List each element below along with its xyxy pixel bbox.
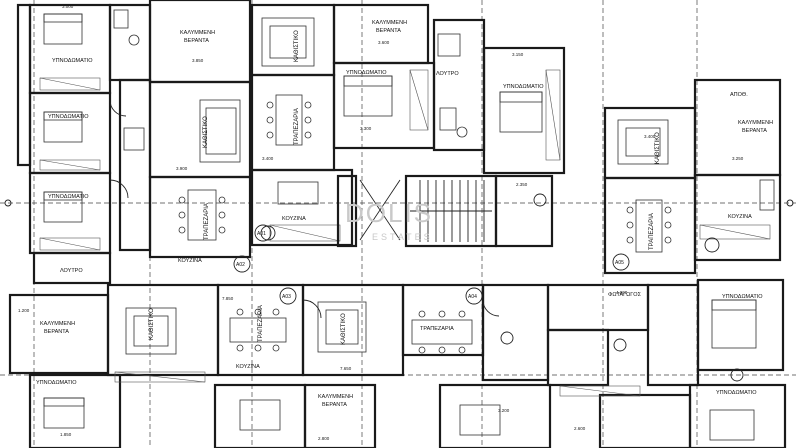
dim-3: 3.600 (378, 40, 390, 45)
label-living-5: ΚΑΘΙΣΤΙΚΟ (341, 313, 347, 345)
label-veranda-4b: ΒΕΡΑΝΤΑ (44, 329, 69, 335)
label-light-well: ΦΩΤΑΓΩΓΟΣ (608, 292, 642, 298)
label-bedroom-7: ΥΠΝΟΔΩΜΑΤΙΟ (716, 390, 757, 396)
dim-12: 7.650 (340, 366, 352, 371)
left-wing (16, 0, 252, 285)
dim-6: 3.300 (360, 126, 372, 131)
label-wc-1: ΛΟΥΤΡΟ (60, 268, 83, 274)
watermark-main: DOLIS (345, 198, 433, 228)
dim-13: 3.200 (498, 408, 510, 413)
label-bedroom-4: ΥΠΝΟΔΩΜΑΤΙΟ (346, 70, 387, 76)
label-dining-2: ΤΡΑΠΕΖΑΡΙΑ (294, 108, 300, 145)
label-living-4: ΚΑΘΙΣΤΙΚΟ (149, 308, 155, 340)
label-veranda-1b: ΒΕΡΑΝΤΑ (184, 38, 209, 44)
unit-tag-a02: A02 (236, 262, 245, 268)
label-veranda-5b: ΒΕΡΑΝΤΑ (322, 402, 347, 408)
lower-units (8, 278, 787, 448)
center-bedroom-block (332, 18, 566, 175)
label-dining-3: ΤΡΑΠΕΖΑΡΙΑ (649, 213, 655, 250)
label-dining-1: ΤΡΑΠΕΖΑΡΙΑ (204, 203, 210, 240)
label-kitchen-1: ΚΟΥΖΙΝΑ (282, 216, 306, 222)
label-dining-5: ΤΡΑΠΕΖΑΡΙΑ (258, 305, 264, 342)
label-bedroom-5: ΥΠΝΟΔΩΜΑΤΙΟ (503, 84, 544, 90)
unit-tag-a03: A03 (282, 294, 291, 300)
label-veranda-1a: ΚΑΛΥΜΜΕΝΗ (180, 30, 215, 36)
unit-tag-a05: A05 (615, 260, 624, 266)
label-kitchen-2: ΚΟΥΖΙΝΑ (178, 258, 202, 264)
dim-1: 3.000 (62, 4, 74, 9)
dim-8: 3.400 (644, 134, 656, 139)
label-kitchen-3: ΚΟΥΖΙΝΑ (728, 214, 752, 220)
label-kitchen-4: ΚΟΥΖΙΝΑ (236, 364, 260, 370)
label-living-2: ΚΑΘΙΣΤΙΚΟ (294, 30, 300, 62)
label-bedroom-6: ΥΠΝΟΔΩΜΑΤΙΟ (722, 294, 763, 300)
dim-18: 3.900 (176, 166, 188, 171)
dim-9: 3.250 (732, 156, 744, 161)
label-dining-4: ΤΡΑΠΕΖΑΡΙΑ (420, 326, 454, 332)
label-bedroom-2: ΥΠΝΟΔΩΜΑΤΙΟ (48, 114, 89, 120)
dim-14: 2.800 (318, 436, 330, 441)
dim-10: 4.000 (616, 290, 628, 295)
label-wc-2: ΛΟΥΤΡΟ (436, 71, 459, 77)
label-storage: ΑΠΟΘ. (730, 92, 748, 98)
label-bedroom-8: ΥΠΝΟΔΩΜΑΤΙΟ (36, 380, 77, 386)
unit-tags: A01 A02 A03 A04 A05 (233, 224, 630, 305)
rotated-labels: ΚΑΘΙΣΤΙΚΟ ΤΡΑΠΕΖΑΡΙΑ ΚΑΘΙΣΤΙΚΟ ΤΡΑΠΕΖΑΡΙ… (149, 30, 661, 345)
dim-16: 2.600 (574, 426, 586, 431)
label-living-3: ΚΑΘΙΣΤΙΚΟ (655, 132, 661, 164)
dimension-labels: 3.000 3.850 3.600 3.150 3.400 3.300 2.35… (18, 4, 744, 441)
label-veranda-4a: ΚΑΛΥΜΜΕΝΗ (40, 321, 75, 327)
dim-11: 7.850 (222, 296, 234, 301)
dim-7: 2.350 (516, 182, 528, 187)
label-bedroom-3: ΥΠΝΟΔΩΜΑΤΙΟ (48, 194, 89, 200)
room-labels: ΥΠΝΟΔΩΜΑΤΙΟ ΥΠΝΟΔΩΜΑΤΙΟ ΥΠΝΟΔΩΜΑΤΙΟ ΚΑΛΥ… (36, 20, 773, 408)
unit-a05 (603, 78, 782, 275)
label-bedroom-1: ΥΠΝΟΔΩΜΑΤΙΟ (52, 58, 93, 64)
dim-5: 3.400 (262, 156, 274, 161)
label-living-1: ΚΑΘΙΣΤΙΚΟ (203, 116, 209, 148)
watermark: DOLIS ESTATES (345, 198, 433, 242)
dim-15: 1.850 (60, 432, 72, 437)
label-veranda-3a: ΚΑΛΥΜΜΕΝΗ (738, 120, 773, 126)
label-veranda-3b: ΒΕΡΑΝΤΑ (742, 128, 767, 134)
stair-core (336, 174, 554, 248)
dim-2: 3.850 (192, 58, 204, 63)
dim-17: 1.200 (18, 308, 30, 313)
label-veranda-5a: ΚΑΛΥΜΜΕΝΗ (318, 394, 353, 400)
dim-4: 3.150 (512, 52, 524, 57)
watermark-sub: ESTATES (372, 232, 433, 242)
unit-tag-a04: A04 (468, 294, 477, 300)
label-veranda-2b: ΒΕΡΑΝΤΑ (376, 28, 401, 34)
unit-tag-a01: A01 (257, 231, 266, 237)
label-veranda-2a: ΚΑΛΥΜΜΕΝΗ (372, 20, 407, 26)
